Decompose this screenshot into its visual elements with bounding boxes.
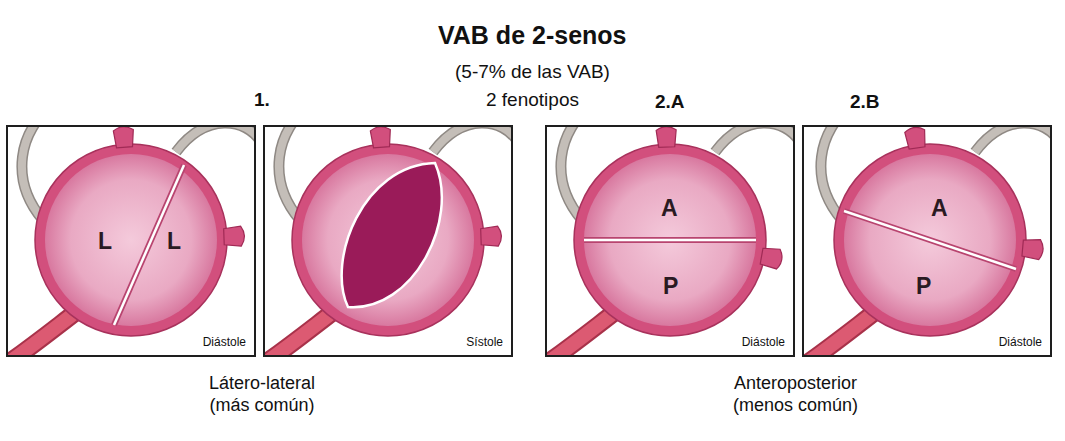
subtitle: (5-7% de las VAB) [455,61,610,84]
diagram-title: VAB de 2-senos [438,20,626,50]
phase-label: Diástole [999,335,1042,349]
leaflet-label: L [98,228,112,256]
leaflet-label: A [661,195,678,223]
phase-label: Diástole [203,335,246,349]
valve-panel: 2.BAPDiástole [802,125,1052,357]
phenotype-number: 2.B [850,91,880,114]
leaflet-label: P [916,273,931,301]
leaflet-label: L [167,228,181,256]
phenotype-caption: Látero-lateral (más común) [187,373,337,416]
valve-panel: Sístole [263,125,513,357]
subtitle: 2 fenotipos [486,89,579,112]
leaflet-label: P [663,273,678,301]
valve-panel: 2.AAPDiástole [545,125,795,357]
phase-label: Sístole [466,335,503,349]
phenotype-number: 1. [254,89,270,112]
phenotype-number: 2.A [655,91,685,114]
phase-label: Diástole [742,335,785,349]
leaflet-label: A [931,195,948,223]
valve-panel: L L Diástole [6,125,256,357]
phenotype-caption: Anteroposterior (menos común) [703,373,888,416]
